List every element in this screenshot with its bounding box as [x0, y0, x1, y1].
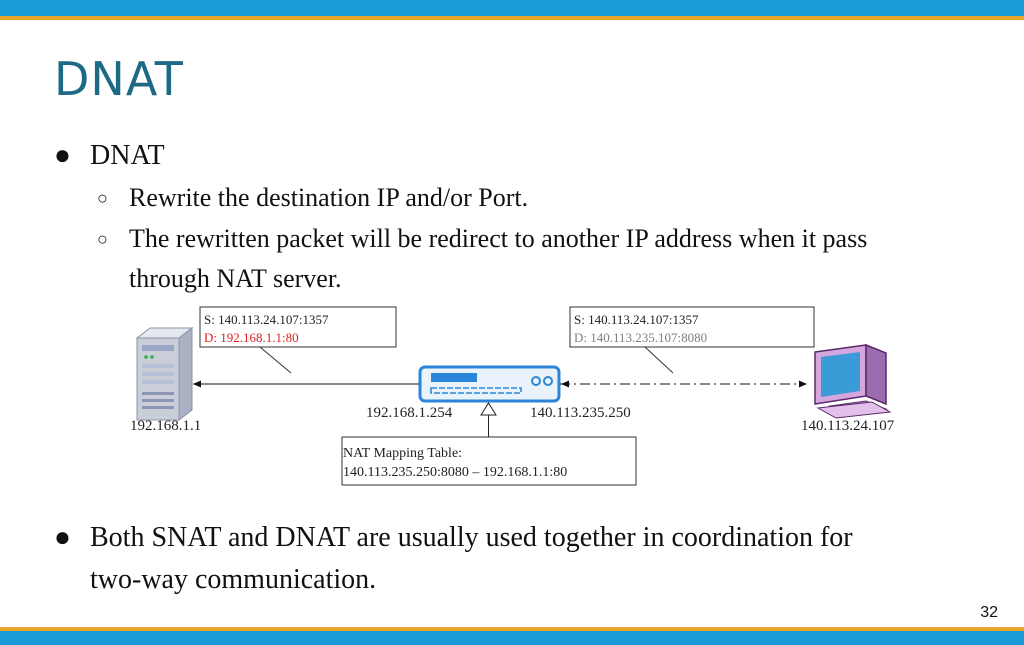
bottom-banner: [0, 631, 1024, 645]
subbullet-text-line2: through NAT server.: [129, 264, 342, 293]
bullet-text-line2: two-way communication.: [90, 564, 377, 595]
top-banner-stripe: [0, 16, 1024, 20]
router-icon: [418, 365, 561, 403]
arrow-head-right-outer: [799, 380, 807, 388]
right-packet-callout: [569, 306, 815, 348]
desktop-computer-icon: [814, 343, 892, 419]
left-callout-pointer: [259, 346, 292, 374]
bullet-dot-icon: ●: [54, 522, 71, 553]
page-number: 32: [980, 604, 998, 621]
arrow-head-left: [193, 380, 201, 388]
bottom-banner-stripe: [0, 627, 1024, 631]
server-tower-icon: [135, 326, 194, 422]
bullet-circle-icon: ○: [97, 188, 108, 208]
left-callout-destination: D: 192.168.1.1:80: [204, 330, 299, 345]
bullet-text-line1: Both SNAT and DNAT are usually used toge…: [90, 522, 853, 553]
nat-inner-ip-label: 192.168.1.254: [366, 405, 453, 421]
right-callout-destination: D: 140.113.235.107:8080: [574, 330, 707, 345]
left-packet-callout: [199, 306, 397, 348]
right-callout-pointer: [644, 346, 674, 374]
subbullet-text: Rewrite the destination IP and/or Port.: [129, 183, 529, 212]
server-ip-label: 192.168.1.1: [130, 418, 201, 434]
left-callout-source: S: 140.113.24.107:1357: [204, 312, 329, 327]
bullet-circle-icon: ○: [97, 229, 108, 249]
mapping-table-entry: 140.113.235.250:8080 – 192.168.1.1:80: [343, 465, 567, 480]
right-callout-source: S: 140.113.24.107:1357: [574, 312, 699, 327]
bullet-dot-icon: ●: [54, 140, 71, 171]
nat-outer-ip-label: 140.113.235.250: [530, 405, 631, 421]
slide-title: DNAT: [54, 52, 184, 106]
client-ip-label: 140.113.24.107: [801, 418, 895, 434]
mapping-pointer-triangle: [480, 402, 497, 416]
nat-mapping-table: [341, 436, 637, 486]
subbullet-text-line1: The rewritten packet will be redirect to…: [129, 224, 868, 253]
bullet-text: DNAT: [90, 140, 165, 171]
arrow-head-right-inner: [561, 380, 569, 388]
top-banner: [0, 0, 1024, 16]
mapping-table-title: NAT Mapping Table:: [343, 446, 462, 461]
